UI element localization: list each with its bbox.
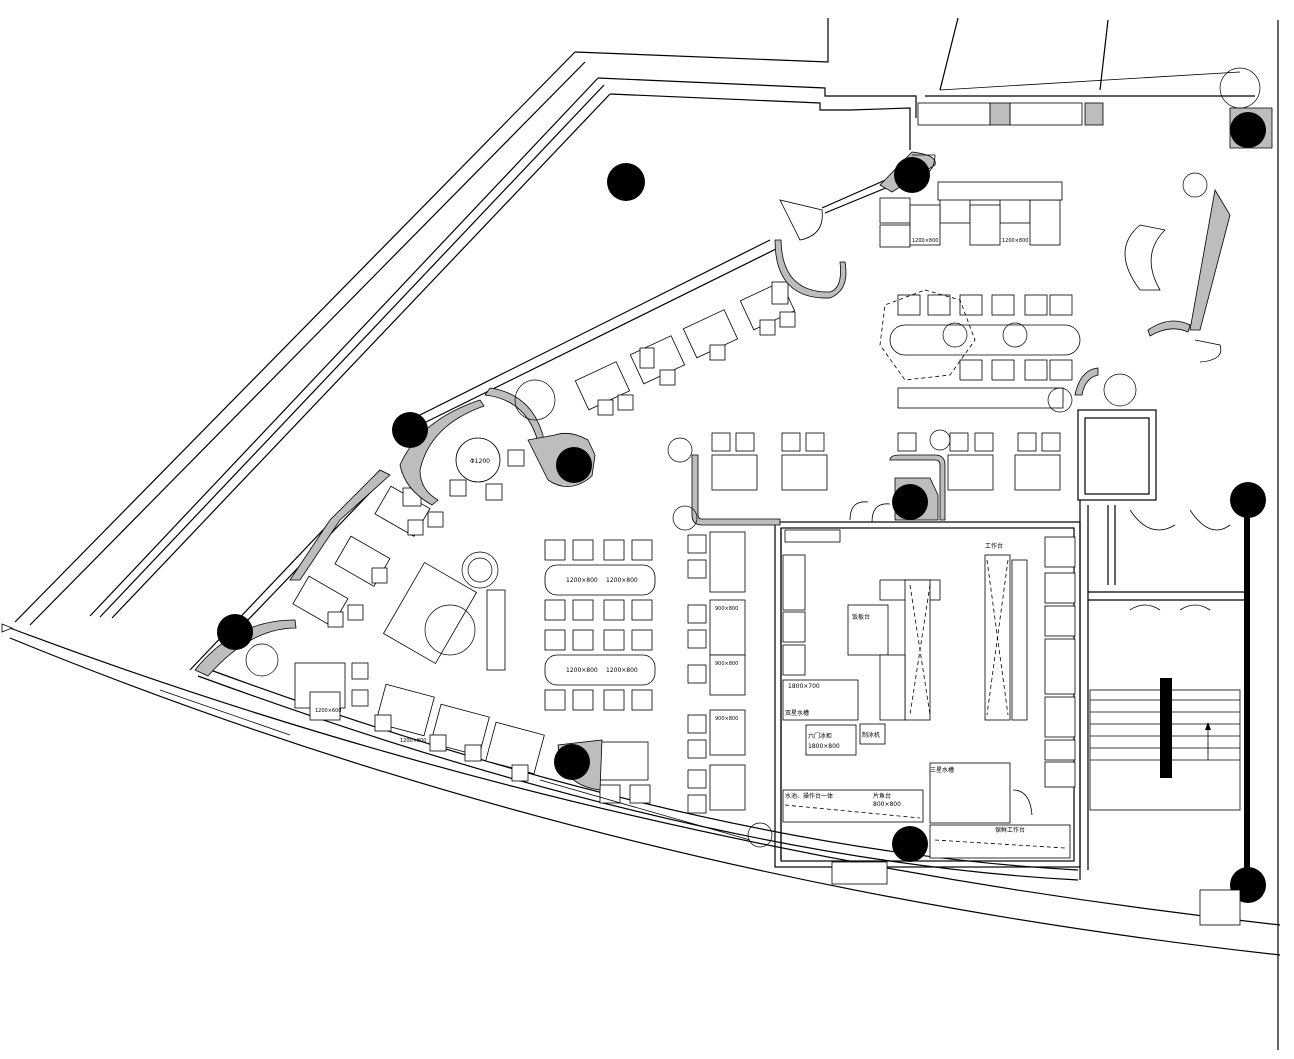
table-1800x700-label: 1800×700	[788, 683, 820, 690]
dining-above-kitchen	[691, 432, 1061, 526]
worktable-label: 工作台	[985, 542, 1003, 550]
kitchen: 饭板台 六门冰柜 1800×800 制冰机 水池、操作台一体 片鱼台 800×8…	[774, 521, 1081, 868]
rice-table-label: 饭板台	[852, 613, 870, 621]
fish-table-size-label: 800×800	[873, 801, 901, 808]
dining-center: 1200×800 1200×800 1200×800 1200×800	[544, 539, 656, 804]
fish-table-label: 片鱼台	[873, 792, 891, 800]
center-table-label-3: 1200×800	[566, 667, 598, 674]
structural-columns	[217, 112, 1266, 903]
right-col-size-label-3: 900×800	[715, 716, 738, 722]
bottom-left-size-label-1: 1200×600	[315, 708, 341, 714]
dining-booths-diagonal	[574, 281, 796, 416]
doors	[779, 154, 1222, 816]
freezer-size-label: 1800×800	[808, 743, 840, 750]
double-sink-label: 双星水槽	[785, 709, 809, 717]
center-table-label-4: 1200×800	[606, 667, 638, 674]
entrance-size-label-1: 1200×800	[912, 238, 938, 244]
center-table-label-1: 1200×800	[566, 577, 598, 584]
misc-details	[159, 689, 1241, 926]
dining-upper-right: 1200×800 1200×800	[879, 188, 1231, 409]
dining-left-wing	[292, 485, 506, 671]
dining-bottom-left: 1200×600 1200×800	[294, 662, 545, 782]
entrance-size-label-2: 1200×800	[1002, 238, 1028, 244]
ice-machine-label: 制冰机	[862, 731, 880, 739]
triple-sink-label: 三星水槽	[930, 766, 954, 774]
round-table-label: Φ1200	[470, 458, 490, 465]
bottom-left-size-label-2: 1200×800	[400, 738, 426, 744]
round-table-group: Φ1200	[449, 437, 525, 501]
sink-combo-label: 水池、操作台一体	[785, 792, 833, 800]
dining-right-column: 900×800 900×800 900×800	[687, 531, 746, 814]
right-col-size-label-1: 900×800	[715, 606, 738, 612]
outer-wall	[1, 17, 1281, 1050]
stair-treads	[1090, 699, 1240, 761]
cold-table-label: 保鲜工作台	[995, 826, 1025, 834]
right-col-size-label-2: 900×800	[715, 661, 738, 667]
planters	[245, 67, 1261, 848]
center-table-label-2: 1200×800	[606, 577, 638, 584]
stairwell	[1077, 409, 1250, 885]
freezer-label: 六门冰柜	[808, 732, 832, 740]
